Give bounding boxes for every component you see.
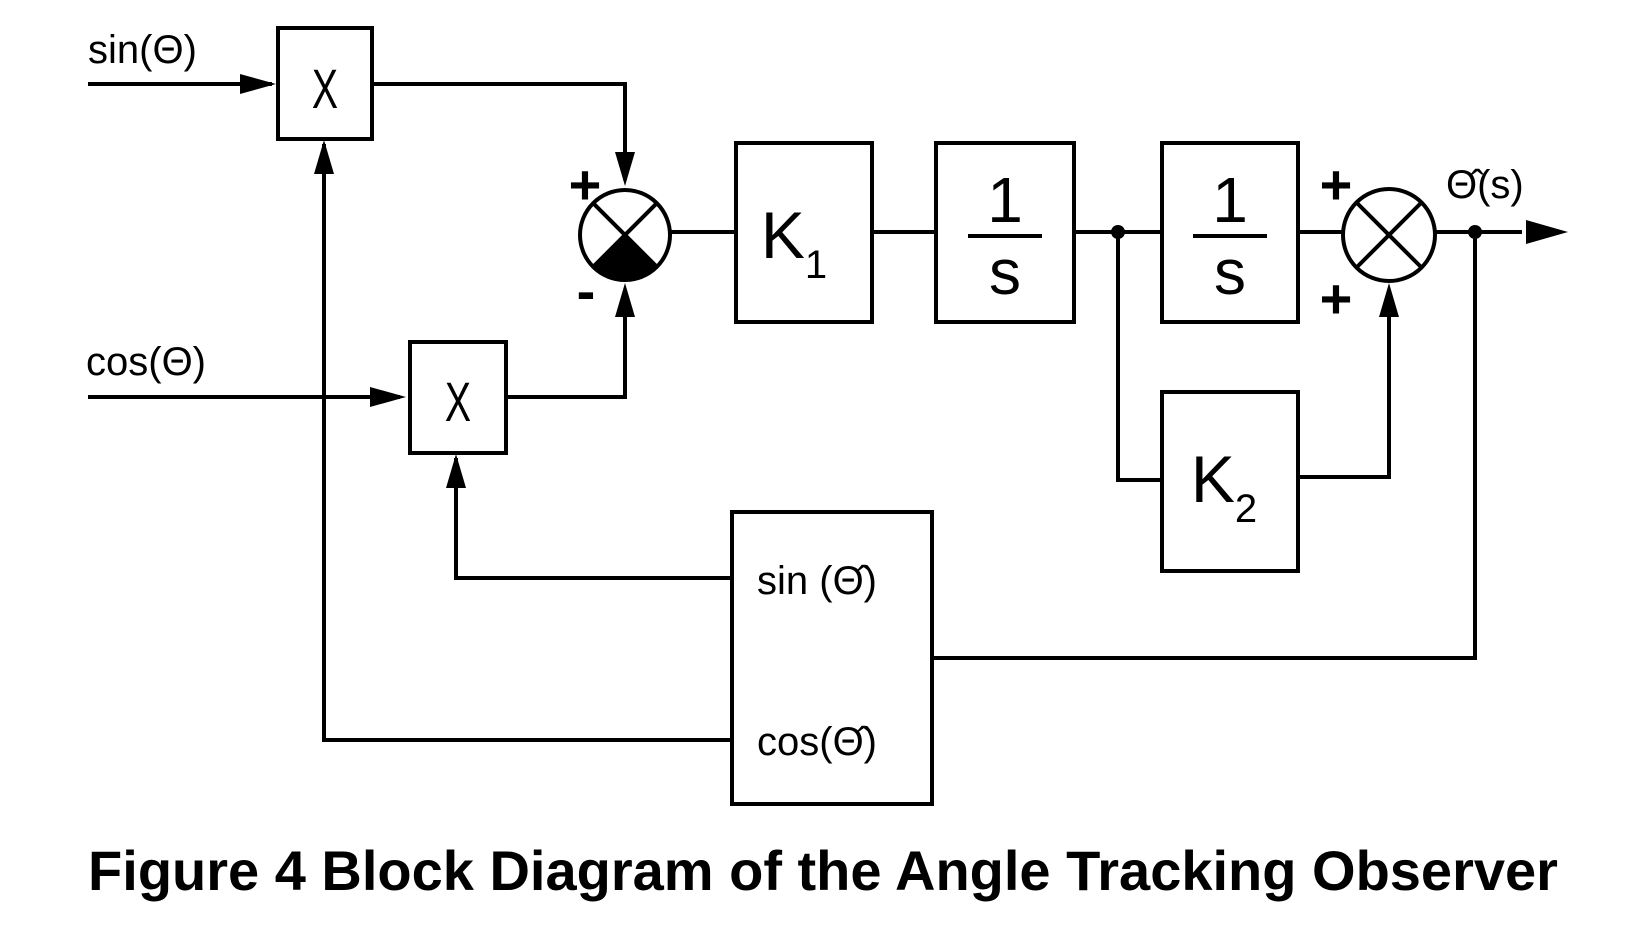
sin-hat-feedback-line	[454, 458, 732, 580]
summer1-plus-sign: +	[569, 153, 602, 216]
sin-theta-input-label: sin(Θ)	[88, 28, 197, 72]
k2-to-summer2-line	[1298, 290, 1391, 479]
trig-block-cos-label: cos(Θ̂)	[757, 720, 877, 764]
mult-top-to-summer-arrowhead	[615, 152, 635, 186]
sin-hat-feedback-arrowhead	[446, 454, 466, 488]
mult-bottom-to-summer-arrowhead	[615, 283, 635, 317]
k2-to-summer2-arrowhead	[1379, 283, 1399, 317]
k2-gain-block: K2	[1160, 390, 1300, 573]
k2-label: K2	[1191, 442, 1257, 531]
junction-dot-integrator	[1111, 225, 1125, 239]
multiplier-bottom-block: X	[408, 340, 508, 455]
k1-gain-block: K1	[734, 141, 874, 324]
k2-branch-line	[1116, 232, 1162, 482]
summing-junction-2	[1341, 187, 1437, 283]
cos-hat-feedback-arrowhead	[314, 140, 334, 174]
multiplier-bottom-label: X	[445, 371, 471, 434]
integrator2-denominator: s	[1214, 236, 1246, 308]
multiplier-top-label: X	[312, 58, 338, 121]
summer2-plus-top-sign: +	[1320, 153, 1353, 216]
k1-label: K1	[761, 198, 827, 287]
trig-block-sin-label: sin (Θ̂)	[757, 559, 877, 603]
mult-bottom-to-summer-line	[506, 290, 627, 399]
summing-junction-1	[578, 188, 672, 282]
output-feedback-line	[932, 232, 1477, 660]
integrator1-denominator: s	[989, 236, 1021, 308]
summer1-negative-sector	[593, 235, 657, 280]
summer1-minus-sign: -	[577, 259, 596, 322]
sin-input-arrowhead	[240, 74, 276, 94]
trig-function-block: sin (Θ̂) cos(Θ̂)	[730, 510, 934, 806]
cos-input-arrowhead	[370, 387, 406, 407]
mult-top-to-summer-line	[372, 82, 627, 180]
cos-theta-input-label: cos(Θ)	[86, 340, 206, 384]
integrator-1-block: 1 s	[934, 141, 1076, 324]
theta-hat-output-label: Θ̂(s)	[1446, 163, 1524, 207]
figure-caption: Figure 4 Block Diagram of the Angle Trac…	[88, 839, 1558, 902]
integrator1-numerator: 1	[987, 164, 1023, 236]
integrator-2-block: 1 s	[1160, 141, 1300, 324]
cos-hat-feedback-line	[322, 144, 732, 742]
multiplier-top-block: X	[276, 26, 374, 141]
summer2-plus-bottom-sign: +	[1320, 267, 1353, 330]
output-arrowhead	[1526, 220, 1568, 244]
integrator2-numerator: 1	[1212, 164, 1248, 236]
junction-dot-output	[1468, 225, 1482, 239]
